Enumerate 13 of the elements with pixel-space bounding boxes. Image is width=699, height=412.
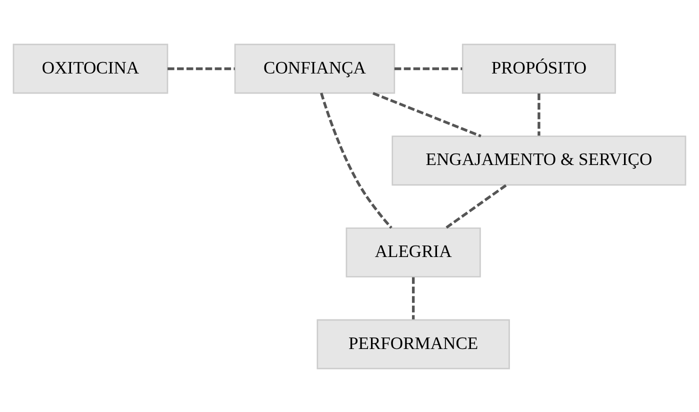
connector: [168, 66, 235, 70]
node-box: CONFIANÇA: [234, 43, 396, 94]
node-box: PERFORMANCE: [316, 318, 510, 369]
connector: [394, 66, 462, 70]
connector: [412, 276, 415, 319]
connector: [320, 92, 392, 228]
connector: [372, 92, 482, 137]
connector: [538, 93, 540, 136]
node-box: ALEGRIA: [346, 226, 481, 277]
node-box: ENGAJAMENTO & SERVIÇO: [392, 135, 686, 186]
node-box: OXITOCINA: [12, 43, 168, 94]
node-box: PROPÓSITO: [462, 43, 616, 94]
connector: [445, 184, 507, 228]
